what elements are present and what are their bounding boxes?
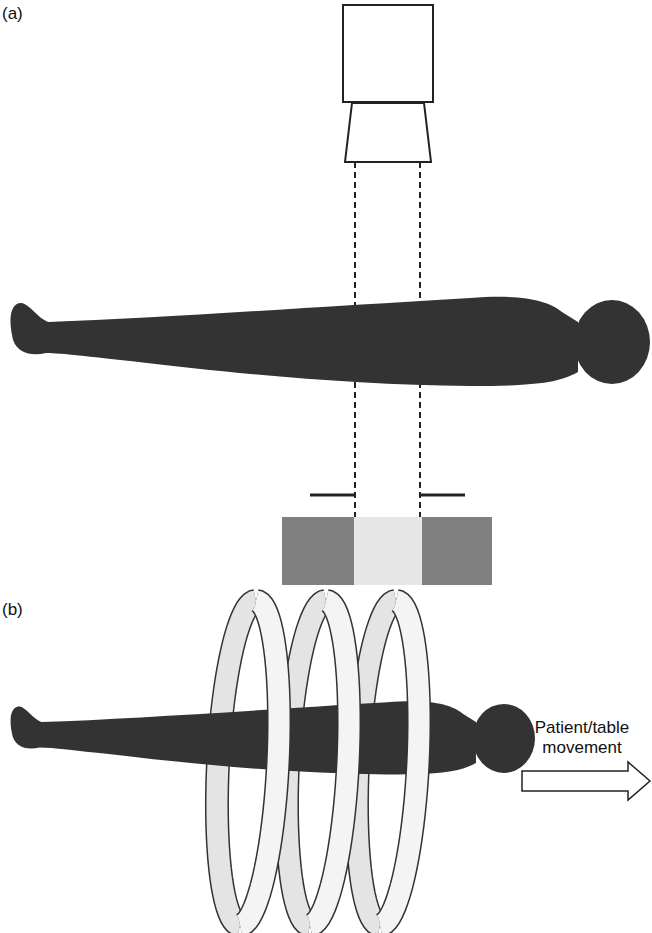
patient-silhouette [10,297,650,386]
panel-label: (b) [2,600,42,620]
panel-label: (a) [2,4,42,24]
annotation: Patient/table movement [514,718,650,758]
x-ray-tube [343,5,433,102]
helix-band [240,601,279,925]
collimator [345,103,431,162]
helix-band-edge [240,601,279,925]
helix-front [240,601,419,925]
movement-arrow [522,762,650,800]
post-patient-collimator [420,494,465,497]
detector-element [282,517,354,585]
detector-element [422,517,492,585]
helix-band [310,601,349,925]
post-patient-collimator [310,494,355,497]
helix-band [380,601,419,925]
helix-band-edge [310,601,349,925]
helix-band-edge [380,601,419,925]
detector-element [354,517,422,585]
